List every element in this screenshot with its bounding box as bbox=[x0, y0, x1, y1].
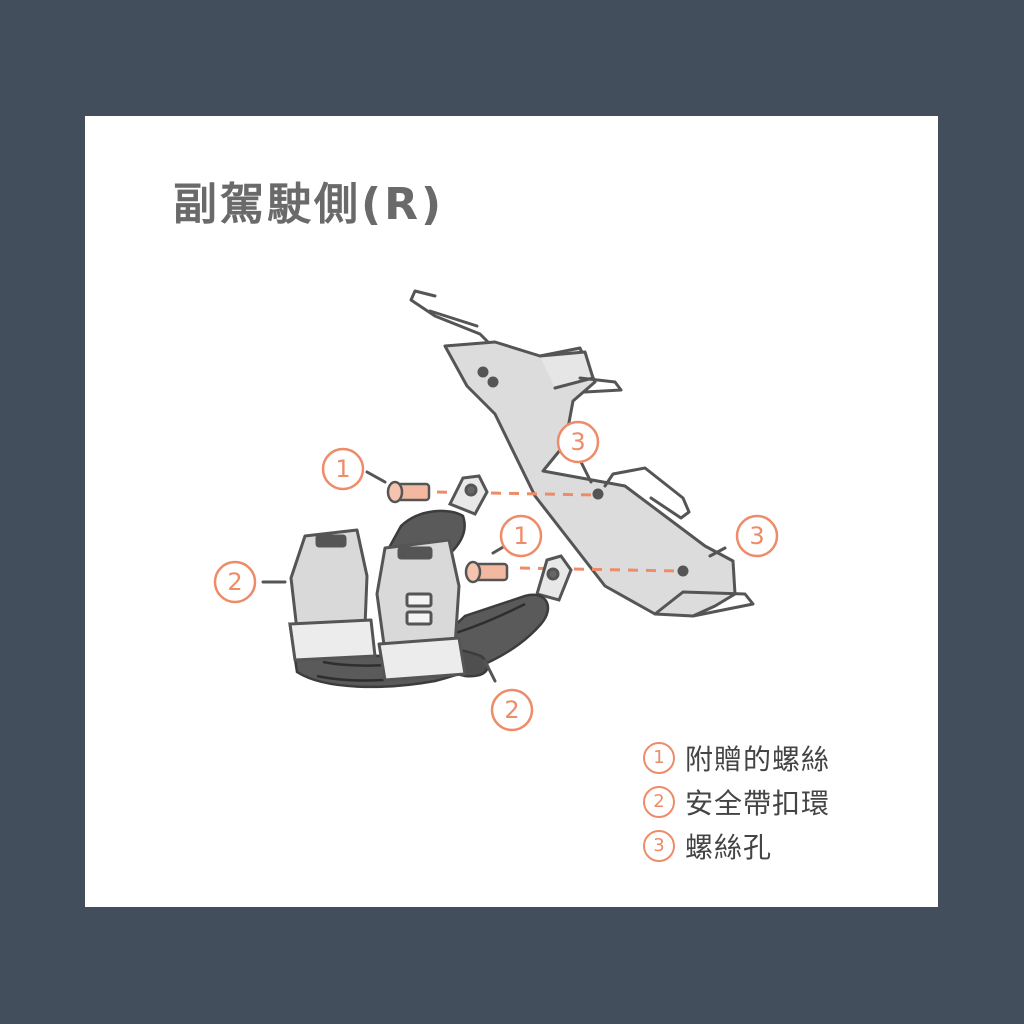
legend-number: 2 bbox=[643, 786, 675, 818]
legend-item: 2 安全帶扣環 bbox=[643, 780, 830, 824]
seat-rail-bracket bbox=[409, 289, 755, 618]
legend-label: 安全帶扣環 bbox=[685, 787, 831, 820]
svg-text:3: 3 bbox=[570, 428, 585, 456]
buckle-right bbox=[375, 538, 467, 682]
svg-text:1: 1 bbox=[335, 455, 350, 483]
screw-upper bbox=[386, 480, 431, 504]
legend-number: 1 bbox=[643, 742, 675, 774]
installation-diagram: 1 2 2 1 3 3 bbox=[213, 289, 779, 732]
legend-label: 螺絲孔 bbox=[685, 831, 773, 864]
screw-hole-lower bbox=[677, 565, 689, 577]
legend-label: 附贈的螺絲 bbox=[685, 743, 831, 776]
screw-hole-upper bbox=[592, 488, 604, 500]
diagram-card: 副駕駛側(R) bbox=[85, 116, 938, 907]
legend-number: 3 bbox=[643, 830, 675, 862]
svg-text:3: 3 bbox=[749, 522, 764, 550]
callout-1-upper: 1 bbox=[321, 447, 365, 491]
page-title: 副駕駛側(R) bbox=[173, 179, 445, 230]
screw-lower bbox=[464, 560, 509, 584]
buckle-left bbox=[288, 528, 377, 662]
callout-1-lower: 1 bbox=[499, 514, 543, 558]
legend-item: 3 螺絲孔 bbox=[643, 824, 830, 868]
callout-2-left: 2 bbox=[213, 560, 257, 604]
legend: 1 附贈的螺絲 2 安全帶扣環 3 螺絲孔 bbox=[643, 736, 830, 868]
callout-2-bottom: 2 bbox=[490, 688, 534, 732]
svg-text:1: 1 bbox=[513, 522, 528, 550]
legend-item: 1 附贈的螺絲 bbox=[643, 736, 830, 780]
callout-3-upper: 3 bbox=[556, 420, 600, 464]
svg-text:2: 2 bbox=[504, 696, 519, 724]
svg-text:2: 2 bbox=[227, 568, 242, 596]
callout-3-right: 3 bbox=[735, 514, 779, 558]
